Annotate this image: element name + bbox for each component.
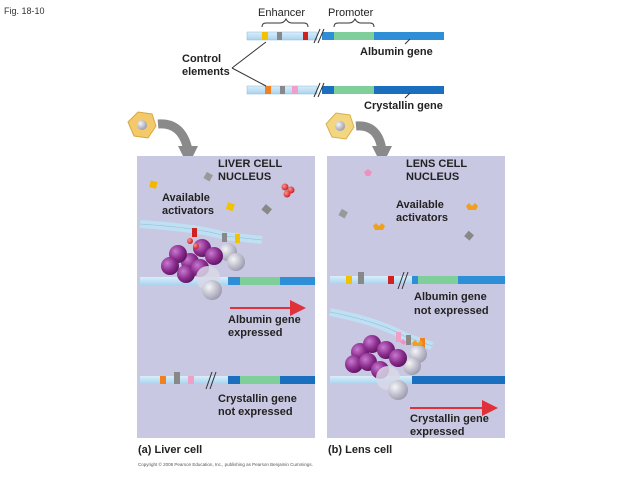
control-elements-label-2: elements xyxy=(182,66,230,78)
promoter-brace xyxy=(333,17,375,28)
lens-albumin-not-1: Albumin gene xyxy=(414,291,487,303)
enhancer-label: Enhancer xyxy=(258,7,305,19)
lens-available-2: activators xyxy=(396,212,448,224)
liver-crystallin-dna xyxy=(140,371,315,390)
crystallin-pointer xyxy=(404,92,411,99)
promoter-label: Promoter xyxy=(328,7,374,19)
lens-entry-arrow xyxy=(355,121,387,151)
liver-crystallin-not-2: not expressed xyxy=(218,406,293,418)
lens-crystallin-expressed-1: Crystallin gene xyxy=(410,413,489,425)
liver-caption: (a) Liver cell xyxy=(138,444,202,456)
liver-albumin-expressed-2: expressed xyxy=(228,327,282,339)
liver-cell-icon xyxy=(127,111,157,139)
liver-albumin-dna xyxy=(139,220,315,285)
lens-transcription-complex xyxy=(345,335,427,400)
lens-albumin-not-2: not expressed xyxy=(414,305,489,317)
liver-title-2: NUCLEUS xyxy=(218,171,271,183)
liver-available-2: activators xyxy=(162,205,214,217)
lens-cell-icon xyxy=(325,112,355,140)
figure-label: Fig. 18-10 xyxy=(4,6,45,16)
liver-nucleus-panel xyxy=(137,156,315,438)
liver-entry-arrow xyxy=(157,119,193,152)
liver-transcription-complex xyxy=(161,238,245,300)
enhancer-brace xyxy=(261,17,309,28)
lens-nucleus-panel xyxy=(327,156,505,438)
lens-albumin-dna xyxy=(330,271,505,290)
liver-albumin-expressed-1: Albumin gene xyxy=(228,314,301,326)
lens-title-1: LENS CELL xyxy=(406,158,467,170)
control-elements-label-1: Control xyxy=(182,53,221,65)
lens-available-1: Available xyxy=(396,199,444,211)
copyright-text: Copyright © 2008 Pearson Education, Inc.… xyxy=(138,461,313,467)
lens-crystallin-expressed-2: expressed xyxy=(410,426,464,438)
top-dna-crystallin xyxy=(246,82,444,98)
albumin-pointer xyxy=(404,38,411,45)
liver-title-1: LIVER CELL xyxy=(218,158,282,170)
top-dna-albumin xyxy=(246,28,444,44)
control-pointer-top xyxy=(231,41,267,69)
liver-activators xyxy=(149,171,295,215)
crystallin-gene-label: Crystallin gene xyxy=(364,100,443,112)
lens-activators xyxy=(338,169,478,241)
lens-caption: (b) Lens cell xyxy=(328,444,392,456)
liver-crystallin-not-1: Crystallin gene xyxy=(218,393,297,405)
liver-available-1: Available xyxy=(162,192,210,204)
lens-title-2: NUCLEUS xyxy=(406,171,459,183)
control-pointer-bottom xyxy=(231,67,267,87)
albumin-gene-label: Albumin gene xyxy=(360,46,433,58)
